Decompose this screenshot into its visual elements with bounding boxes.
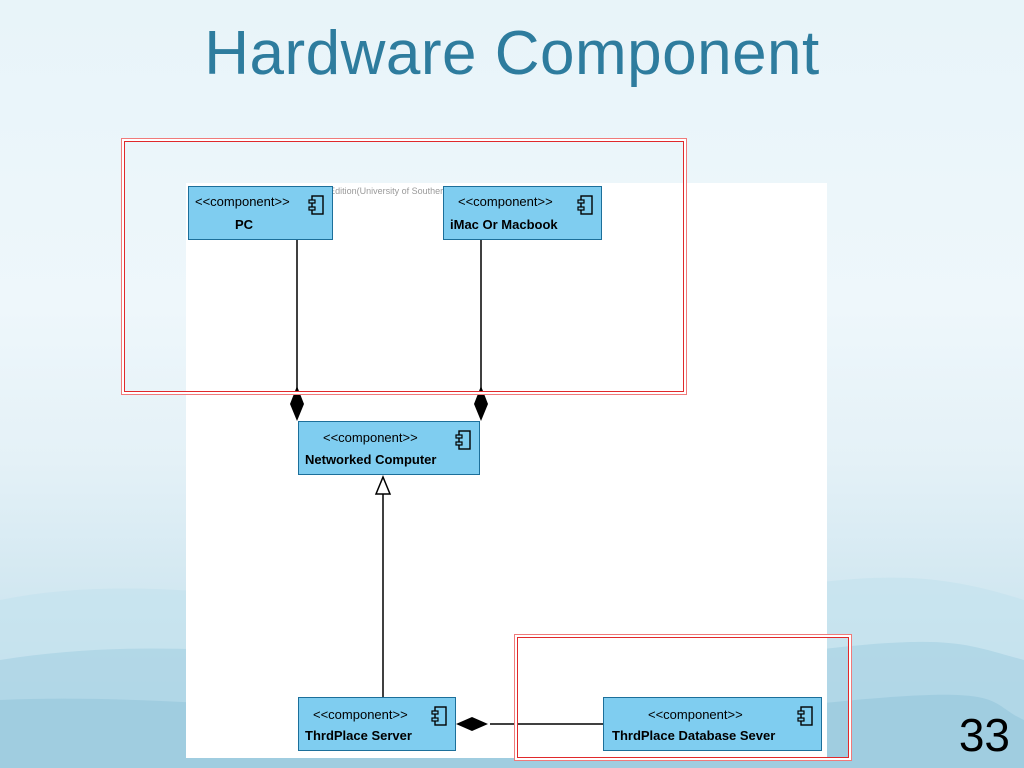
component-pc[interactable]: <<component>> PC — [188, 186, 333, 240]
component-networked-computer[interactable]: <<component>> Networked Computer — [298, 421, 480, 475]
component-stereotype: <<component>> — [458, 194, 553, 209]
component-icon — [455, 430, 471, 450]
component-icon — [431, 706, 447, 726]
component-icon — [308, 195, 324, 215]
slide-page-number: 33 — [958, 709, 1010, 761]
component-name: iMac Or Macbook — [450, 217, 558, 232]
server-generalization-arrow — [374, 475, 392, 495]
highlight-client-hardware — [124, 141, 684, 392]
slide-title: Hardware Component — [204, 19, 820, 88]
component-stereotype: <<component>> — [648, 707, 743, 722]
imac-composition-diamond — [474, 386, 488, 421]
pc-composition-diamond — [290, 386, 304, 421]
component-name: ThrdPlace Database Sever — [612, 728, 776, 743]
component-imac[interactable]: <<component>> iMac Or Macbook — [443, 186, 602, 240]
component-stereotype: <<component>> — [313, 707, 408, 722]
component-icon — [797, 706, 813, 726]
component-icon — [577, 195, 593, 215]
dbserver-composition-diamond — [456, 717, 488, 731]
diagram-watermark: Visual Paradigm for UML Standard Edition… — [188, 186, 492, 196]
component-thrdplace-server[interactable]: <<component>> ThrdPlace Server — [298, 697, 456, 751]
diagram-canvas — [186, 183, 827, 758]
component-stereotype: <<component>> — [323, 430, 418, 445]
component-name: PC — [235, 217, 254, 232]
component-name: ThrdPlace Server — [305, 728, 412, 743]
component-stereotype: <<component>> — [195, 194, 290, 209]
component-name: Networked Computer — [305, 452, 437, 467]
highlight-database-server — [517, 637, 849, 758]
component-thrdplace-database-sever[interactable]: <<component>> ThrdPlace Database Sever — [603, 697, 822, 751]
